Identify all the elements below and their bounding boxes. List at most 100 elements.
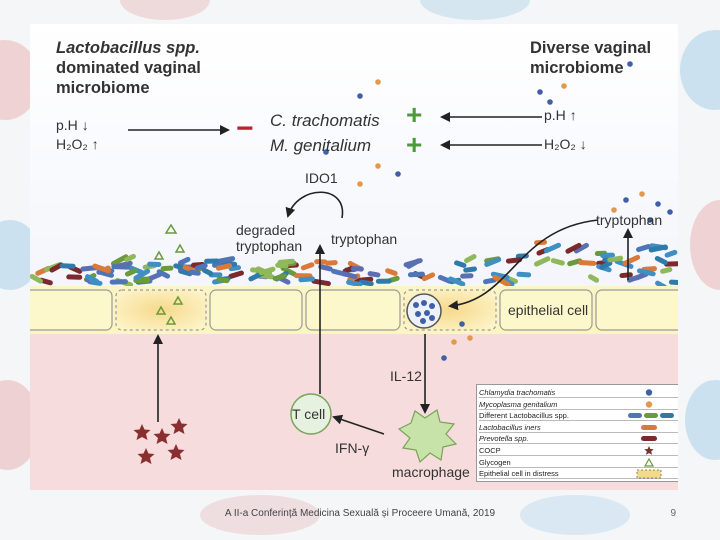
bacterium-rod xyxy=(300,262,315,271)
epithelial-cell xyxy=(30,289,113,331)
cocp-star-icon xyxy=(644,446,654,455)
bacterium-rod xyxy=(250,267,265,274)
mycoplasma-dot xyxy=(375,79,381,85)
bacterium-rod xyxy=(272,273,288,281)
bacterium-rod xyxy=(660,267,673,274)
bacterium-rod xyxy=(280,265,297,277)
legend-row: Lactobacillus iners xyxy=(479,422,678,433)
bacterium-rod xyxy=(550,258,565,266)
bacterium-rod xyxy=(367,271,381,278)
il12-label: IL-12 xyxy=(390,368,422,384)
blue-dot-icon xyxy=(645,389,653,396)
mycoplasma-dot xyxy=(561,83,567,89)
legend-label: COCP xyxy=(479,446,501,455)
bacterium-rod xyxy=(619,272,633,279)
bacterium-rod xyxy=(403,258,423,268)
bacterium-rod xyxy=(298,276,315,283)
bacterium-rod xyxy=(421,272,436,282)
bacterium-rod xyxy=(201,267,214,277)
bacterium-rod xyxy=(636,243,651,253)
bacterium-rod xyxy=(463,266,478,273)
bacterium-rod xyxy=(109,279,129,285)
iners-rod-icon xyxy=(641,424,657,430)
mycoplasma-dot xyxy=(375,163,381,169)
bacterium-rod xyxy=(177,256,191,266)
bacterium-rod xyxy=(204,258,220,264)
bacterium-rod xyxy=(216,276,230,284)
chlamydia-dot xyxy=(323,149,329,155)
distress-cell-icon xyxy=(636,469,662,479)
left-h2o2-label: H₂O₂ ↑ xyxy=(56,136,99,152)
prevotella-rod-icon xyxy=(641,436,657,442)
bacterium-rod xyxy=(66,274,83,280)
right-title-line-1: Diverse vaginal xyxy=(530,39,652,57)
bacterium-rod xyxy=(116,260,133,269)
epithelial-layer xyxy=(30,286,678,334)
bacterium-rod xyxy=(318,264,333,272)
h2o2-down-arrow-icon: ↓ xyxy=(579,136,587,152)
bacterium-rod xyxy=(454,260,467,268)
bacterium-rod xyxy=(275,262,289,269)
bacterium-rod xyxy=(124,268,138,277)
lactobacillus-rods-icon xyxy=(628,413,674,419)
epithelial-cell-in-distress xyxy=(115,289,207,331)
tryptophan-right-label: tryptophan xyxy=(596,212,663,228)
left-title-line-1: Lactobacillus spp. xyxy=(56,39,200,57)
legend-row: Mycoplasma genitalium xyxy=(479,399,678,410)
mycoplasma-dot xyxy=(357,181,363,187)
bacterium-rod xyxy=(156,269,171,279)
bacterium-rod xyxy=(258,266,276,276)
bacterium-rod xyxy=(437,274,453,284)
legend-label: Glycogen xyxy=(479,457,511,467)
bacterium-rod xyxy=(124,253,136,263)
chlamydia-dot xyxy=(537,89,543,95)
right-title-line-2: microbiome xyxy=(530,59,624,77)
pathogen-dots xyxy=(323,61,673,361)
bacterium-rod xyxy=(626,273,645,283)
bacterium-rod xyxy=(407,271,425,278)
left-ph-label: p.H ↓ xyxy=(56,117,89,133)
bacterium-rod xyxy=(516,271,532,278)
t-cell-label: T cell xyxy=(292,406,326,422)
arrows xyxy=(128,112,633,435)
bacterium-rod xyxy=(464,254,477,264)
legend-row: Chlamydia trachomatis xyxy=(479,387,678,398)
diagram-panel: Lactobacillus spp. dominated vaginal mic… xyxy=(30,24,678,490)
chlamydia-dot xyxy=(441,355,447,361)
bacterium-rod xyxy=(565,242,582,254)
pathogen-mycoplasma: M. genitalium xyxy=(270,136,372,155)
bacterium-rod xyxy=(533,256,551,267)
bacterium-rod xyxy=(599,260,613,270)
bacteria-layer xyxy=(30,239,678,290)
tryptophan-label: tryptophan xyxy=(331,231,398,247)
mycoplasma-dot xyxy=(639,191,645,197)
bacterium-rod xyxy=(587,274,600,283)
bacterium-rod xyxy=(160,265,174,272)
chlamydia-dot xyxy=(395,171,401,177)
bacterium-rod xyxy=(567,258,583,267)
bacterium-rod xyxy=(664,261,678,267)
bacterium-rod xyxy=(30,273,43,284)
mycoplasma-dot xyxy=(467,335,473,341)
legend-row: Different Lactobacillus spp. xyxy=(479,410,678,422)
left-title-line-2: dominated vaginal xyxy=(56,59,201,77)
bacterium-rod xyxy=(460,273,474,279)
left-title: Lactobacillus spp. dominated vaginal mic… xyxy=(56,38,201,98)
chlamydia-inclusion xyxy=(406,293,442,329)
chlamydia-dot xyxy=(667,209,673,215)
epithelial-cell xyxy=(595,289,678,331)
macrophage-label: macrophage xyxy=(392,464,470,480)
bacterium-rod xyxy=(577,259,597,266)
epithelial-cell xyxy=(209,289,303,331)
bacterium-rod xyxy=(664,249,678,258)
bacterium-rod xyxy=(648,244,668,253)
ifn-gamma-label: IFN-γ xyxy=(335,440,370,456)
ph-up-arrow-icon: ↑ xyxy=(569,107,577,123)
bacterium-rod xyxy=(324,260,338,266)
legend-row: COCP xyxy=(479,445,678,456)
macrophage xyxy=(397,409,458,464)
h2o2-up-arrow-icon: ↑ xyxy=(91,136,99,152)
chlamydia-dot xyxy=(357,93,363,99)
t-cell xyxy=(290,393,332,435)
